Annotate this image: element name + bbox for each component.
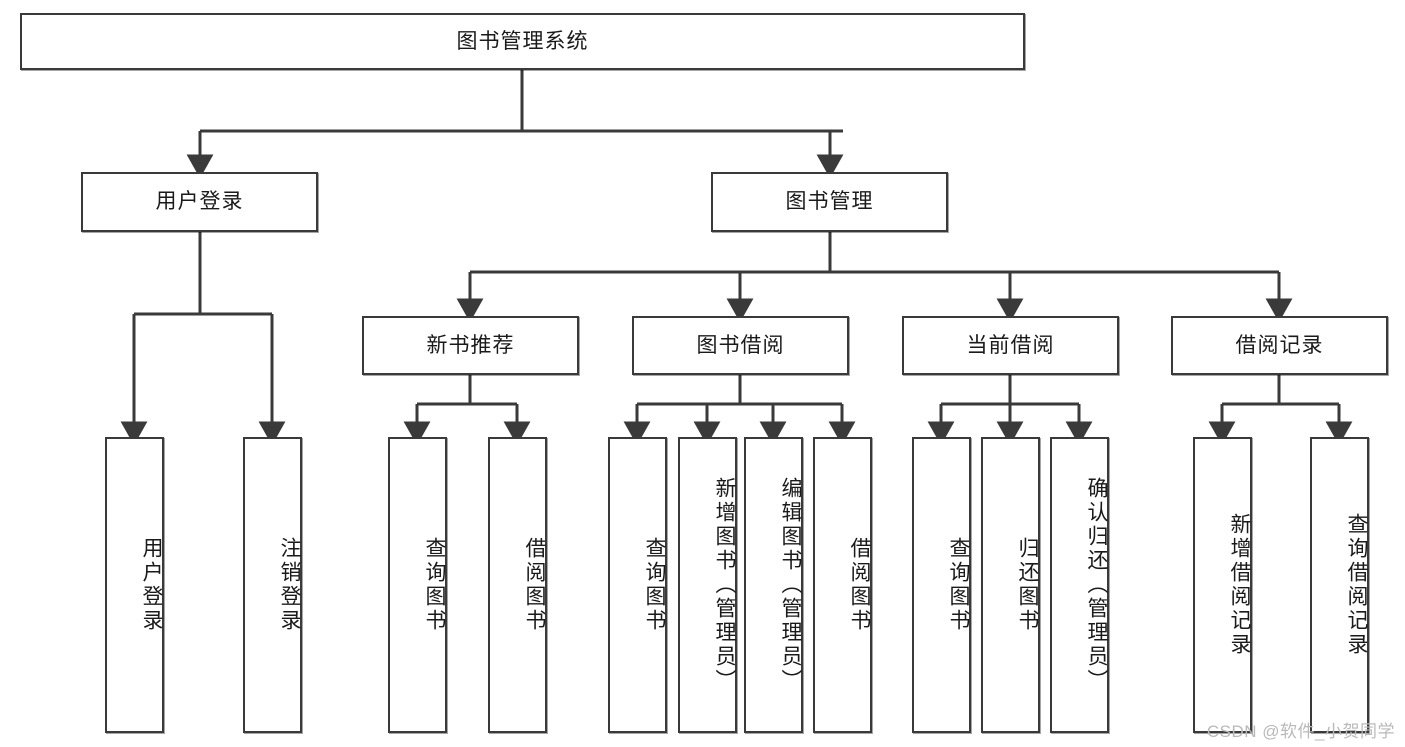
leaf-book-borrow-3[interactable]: 编辑图书（管理员） xyxy=(744,437,803,733)
leaf-book-borrow-1[interactable]: 查询图书 xyxy=(608,437,667,733)
leaf-book-borrow-4[interactable]: 借阅图书 xyxy=(813,437,872,733)
node-current-borrow[interactable]: 当前借阅 xyxy=(902,316,1119,375)
leaf-borrow-record-2[interactable]: 查询借阅记录 xyxy=(1310,437,1369,733)
leaf-user-login-2[interactable]: 注销登录 xyxy=(243,437,302,733)
node-current-borrow-label: 当前借阅 xyxy=(966,333,1055,357)
leaf-borrow-record-1[interactable]: 新增借阅记录 xyxy=(1193,437,1252,733)
leaf-new-book-1[interactable]: 查询图书 xyxy=(388,437,447,733)
leaf-current-borrow-3[interactable]: 确认归还（管理员） xyxy=(1050,437,1109,733)
leaf-book-borrow-2-label: 新增图书（管理员） xyxy=(713,477,736,693)
leaf-new-book-2[interactable]: 借阅图书 xyxy=(488,437,547,733)
leaf-new-book-2-label: 借阅图书 xyxy=(523,537,546,633)
leaf-book-borrow-3-label: 编辑图书（管理员） xyxy=(779,477,802,693)
leaf-borrow-record-1-label: 新增借阅记录 xyxy=(1228,513,1251,657)
csdn-watermark: CSDN @软件_小贺同学 xyxy=(1206,722,1395,741)
node-book-borrow[interactable]: 图书借阅 xyxy=(632,316,849,375)
node-root-label: 图书管理系统 xyxy=(456,29,589,53)
node-book-management[interactable]: 图书管理 xyxy=(711,172,948,232)
leaf-user-login-1-label: 用户登录 xyxy=(140,537,163,633)
leaf-book-borrow-2[interactable]: 新增图书（管理员） xyxy=(678,437,737,733)
node-borrow-record[interactable]: 借阅记录 xyxy=(1171,316,1388,375)
node-user-login-label: 用户登录 xyxy=(155,190,244,214)
leaf-current-borrow-1-label: 查询图书 xyxy=(947,537,970,633)
leaf-book-borrow-1-label: 查询图书 xyxy=(643,537,666,633)
leaf-borrow-record-2-label: 查询借阅记录 xyxy=(1345,513,1368,657)
leaf-user-login-2-label: 注销登录 xyxy=(278,537,301,633)
node-root[interactable]: 图书管理系统 xyxy=(20,13,1025,70)
node-book-management-label: 图书管理 xyxy=(785,190,874,214)
node-user-login[interactable]: 用户登录 xyxy=(81,172,318,232)
node-new-book-recommend[interactable]: 新书推荐 xyxy=(362,316,579,375)
leaf-new-book-1-label: 查询图书 xyxy=(423,537,446,633)
node-new-book-recommend-label: 新书推荐 xyxy=(426,333,515,357)
leaf-current-borrow-2[interactable]: 归还图书 xyxy=(981,437,1040,733)
leaf-current-borrow-3-label: 确认归还（管理员） xyxy=(1085,477,1108,693)
leaf-user-login-1[interactable]: 用户登录 xyxy=(105,437,164,733)
leaf-current-borrow-1[interactable]: 查询图书 xyxy=(912,437,971,733)
node-book-borrow-label: 图书借阅 xyxy=(696,333,785,357)
node-borrow-record-label: 借阅记录 xyxy=(1235,333,1324,357)
leaf-book-borrow-4-label: 借阅图书 xyxy=(848,537,871,633)
leaf-current-borrow-2-label: 归还图书 xyxy=(1016,537,1039,633)
